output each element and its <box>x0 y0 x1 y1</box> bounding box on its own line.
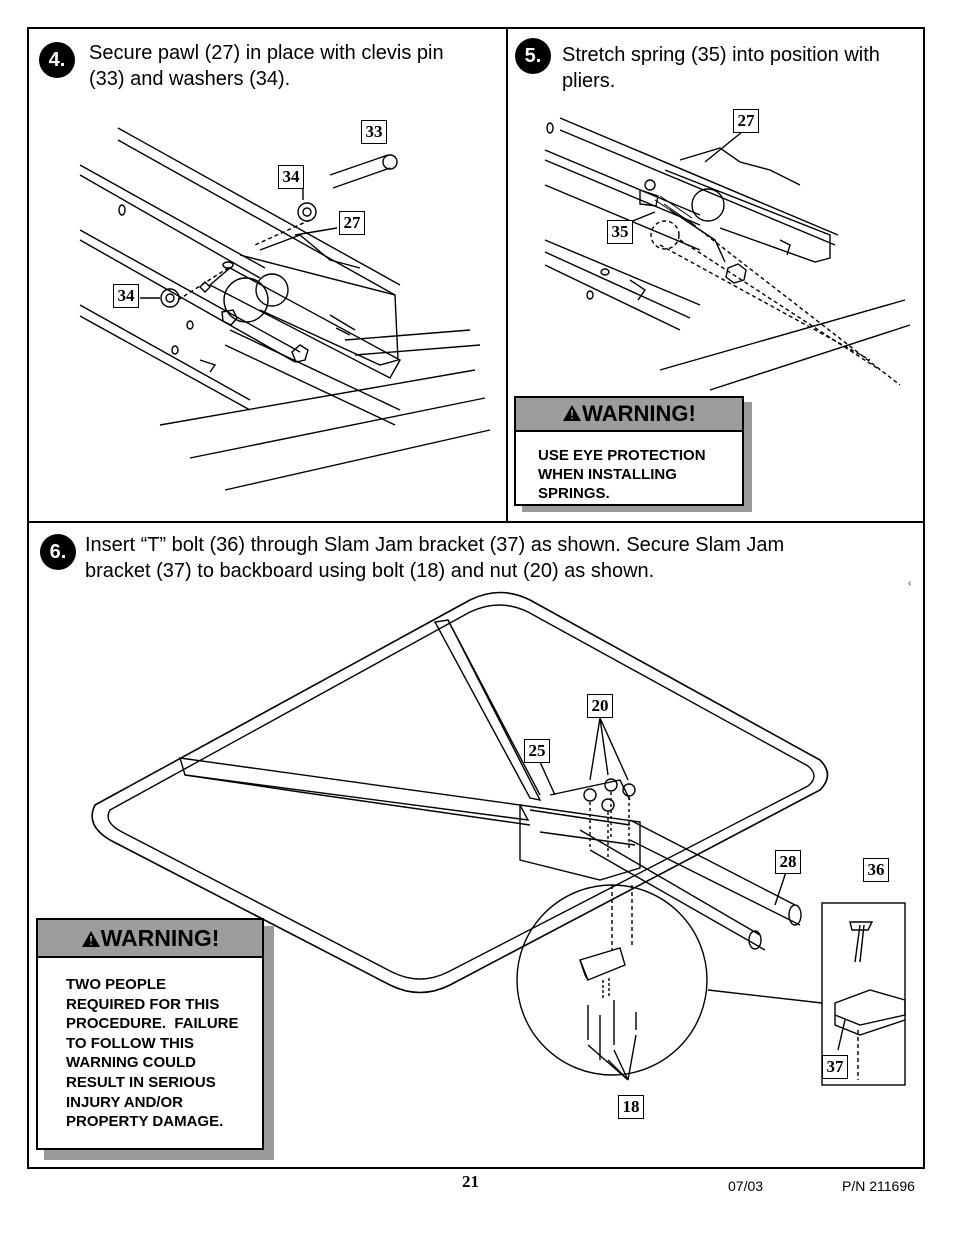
callout-28: 28 <box>775 850 801 874</box>
step-6-line-2: bracket (37) to backboard using bolt (18… <box>85 560 655 582</box>
warning-triangle-icon <box>81 922 101 958</box>
warning-2-line-3: PROCEDURE. FAILURE <box>66 1015 239 1033</box>
step6-illustration <box>91 591 906 1086</box>
warning-1-line-3: SPRINGS. <box>538 485 610 502</box>
warning-1-line-2: WHEN INSTALLING <box>538 466 677 483</box>
page-frame <box>27 27 925 1169</box>
warning-2-line-8: PROPERTY DAMAGE. <box>66 1113 224 1131</box>
warning-1-line-1: USE EYE PROTECTION <box>538 447 706 464</box>
callout-34-upper: 34 <box>278 165 304 189</box>
panel-divider-vertical <box>506 27 508 523</box>
callout-20: 20 <box>587 694 613 718</box>
warning-1-header: WARNING! <box>514 396 744 432</box>
step-4-line-1: Secure pawl (27) in place with clevis pi… <box>89 42 444 64</box>
callout-35: 35 <box>607 220 633 244</box>
callout-34-lower: 34 <box>113 284 139 308</box>
warning-2-line-1: TWO PEOPLE <box>66 976 167 993</box>
warning-2-line-7: INJURY AND/OR <box>66 1093 183 1111</box>
page-number: 21 <box>462 1172 479 1191</box>
callout-33: 33 <box>361 120 387 144</box>
step-6-line-1: Insert “T” bolt (36) through Slam Jam br… <box>85 534 785 556</box>
callout-36: 36 <box>863 858 889 882</box>
step-5-line-2: pliers. <box>562 70 616 92</box>
footer-part-number: P/N 211696 <box>842 1178 915 1194</box>
warning-2-line-6: RESULT IN SERIOUS <box>66 1073 216 1091</box>
warning-2-title: WARNING! <box>100 925 220 951</box>
step-4-line-2: (33) and washers (34). <box>89 68 291 90</box>
step-5-badge: 5. <box>515 38 551 74</box>
panel-divider-horizontal <box>27 521 925 523</box>
step-5-line-1: Stretch spring (35) into position with <box>562 44 880 66</box>
footer-date: 07/03 <box>728 1178 764 1194</box>
step-6-badge: 6. <box>40 534 76 570</box>
callout-27-step5: 27 <box>733 109 759 133</box>
warning-2-line-4: TO FOLLOW THIS <box>66 1034 195 1052</box>
step-5-instructions: Stretch spring (35) into position with p… <box>562 42 922 94</box>
stray-mark: ‹ <box>908 578 912 589</box>
callout-18: 18 <box>618 1095 644 1119</box>
callout-37: 37 <box>822 1055 848 1079</box>
step-6-instructions: Insert “T” bolt (36) through Slam Jam br… <box>85 532 905 584</box>
warning-2-line-2: REQUIRED FOR THIS <box>66 995 220 1013</box>
warning-1-title: WARNING! <box>582 401 696 426</box>
step-4-instructions: Secure pawl (27) in place with clevis pi… <box>89 40 499 92</box>
warning-1-body: USE EYE PROTECTION WHEN INSTALLING SPRIN… <box>514 430 744 506</box>
warning-2-header: WARNING! <box>36 918 264 958</box>
callout-27: 27 <box>339 211 365 235</box>
warning-2-line-5: WARNING COULD <box>66 1054 196 1072</box>
warning-triangle-icon <box>562 399 582 431</box>
step-4-badge: 4. <box>39 42 75 78</box>
callout-25: 25 <box>524 739 550 763</box>
warning-2-body: TWO PEOPLE REQUIRED FOR THIS PROCEDURE. … <box>36 956 264 1150</box>
step5-illustration <box>544 117 911 391</box>
step4-illustration <box>79 127 491 491</box>
